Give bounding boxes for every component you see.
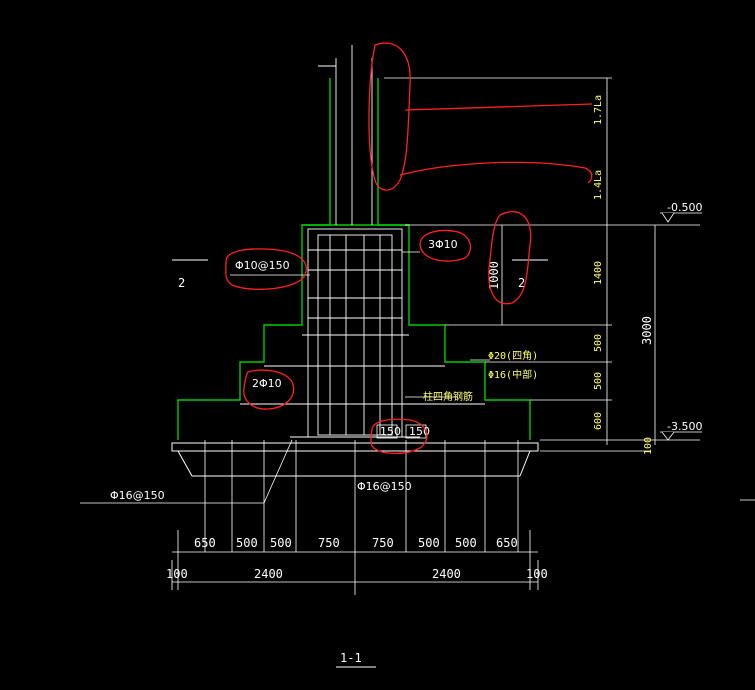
dim-seg-7: 500 — [455, 536, 477, 550]
concrete-outline — [177, 78, 531, 440]
dim-seg-6: 500 — [418, 536, 440, 550]
dim-seg-3: 500 — [270, 536, 292, 550]
section-title: 1-1 — [340, 651, 362, 665]
horizontal-dim-text: 650 500 500 750 750 500 500 650 2400 240… — [166, 536, 548, 581]
dim-pedestal: 1400 — [593, 261, 604, 285]
dim-step-1: 500 — [593, 334, 604, 352]
section-mark-left: 2 — [178, 276, 185, 290]
dim-edge-right: 100 — [526, 567, 548, 581]
side-bars-label: 2Φ10 — [252, 377, 282, 390]
horizontal-dimension-lines — [171, 530, 539, 590]
column-rebar — [240, 45, 485, 438]
dim-column-inner: 1000 — [487, 261, 501, 290]
middle-bars-label: Φ16(中部) — [488, 368, 538, 381]
dim-seg-2: 500 — [236, 536, 258, 550]
dim-pad: 100 — [643, 437, 654, 455]
column-note-label: 柱四角钢筋 — [423, 390, 473, 403]
vertical-dim-text: 1.7La 1.4La 1400 500 500 600 100 3000 10… — [487, 95, 654, 455]
section-mark-right: 2 — [518, 276, 525, 290]
dim-step-2: 500 — [593, 372, 604, 390]
stirrup-label: Φ10@150 — [235, 259, 290, 272]
leader-lines — [80, 251, 490, 504]
dim-total: 3000 — [640, 316, 654, 345]
bottom-mid-bars-label: Φ16@150 — [357, 480, 412, 493]
corner-bars-label: Φ20(四角) — [488, 350, 538, 362]
elevation-bottom: -3.500 — [667, 420, 702, 433]
bottom-left-bars-label: Φ16@150 — [110, 489, 165, 502]
dim-seg-4: 750 — [318, 536, 340, 550]
dim-seg-8: 650 — [496, 536, 518, 550]
hook-a-label: 150 — [380, 425, 401, 438]
vertical-dimension-lines — [384, 77, 755, 501]
dim-anchor-top: 1.7La — [593, 95, 604, 125]
dim-seg-1: 650 — [194, 536, 216, 550]
dim-half-right: 2400 — [432, 567, 461, 581]
dim-seg-5: 750 — [372, 536, 394, 550]
top-bars-label: 3Φ10 — [428, 238, 458, 251]
dim-anchor-lap: 1.4La — [593, 170, 604, 200]
red-markup — [225, 42, 593, 455]
dim-half-left: 2400 — [254, 567, 283, 581]
footing-verticals — [204, 440, 519, 595]
dim-edge-left: 100 — [166, 567, 188, 581]
dim-base: 600 — [593, 412, 604, 430]
elevation-top: -0.500 — [667, 201, 702, 214]
